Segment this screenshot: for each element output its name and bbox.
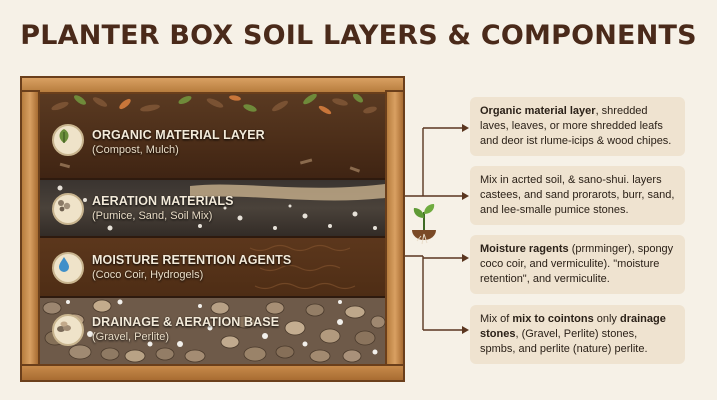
drainage-texture xyxy=(42,299,385,363)
layer-drainage: DRAINAGE & AERATION BASE (Gravel, Perlit… xyxy=(40,298,385,364)
layer-sub-moisture: (Coco Coir, Hydrogels) xyxy=(92,269,204,281)
layer-sub-drainage: (Gravel, Perlite) xyxy=(92,331,170,343)
layer-aeration: AERATION MATERIALS (Pumice, Sand, Soil M… xyxy=(40,180,385,238)
water-drop-icon xyxy=(52,252,84,284)
callout-drainage-lead: mix to cointons xyxy=(512,313,594,325)
callout-organic: Organic material layer, shredded laves, … xyxy=(470,97,685,156)
page-title: PLANTER BOX SOIL LAYERS & COMPONENTS xyxy=(20,20,697,51)
organic-texture xyxy=(51,94,377,173)
planter-frame-bottom xyxy=(20,364,405,382)
layer-sub-organic: (Compost, Mulch) xyxy=(92,144,179,156)
callout-aeration-text: Mix in acrted soil, & sano-shui. layers … xyxy=(480,174,675,216)
layer-label-moisture: MOISTURE RETENTION AGENTS xyxy=(92,253,292,267)
leaf-icon xyxy=(52,124,84,156)
callout-moisture: Moisture ragents (prmminger), spongy coc… xyxy=(470,235,685,294)
pebbles-icon xyxy=(52,193,84,225)
callout-drainage-lead2: drainage stones xyxy=(480,313,666,340)
sprout-icon xyxy=(412,204,436,245)
planter-box: ORGANIC MATERIAL LAYER (Compost, Mulch) … xyxy=(20,72,405,382)
callout-drainage-text: , (Gravel, Perlite) stones, spmbs, and p… xyxy=(480,328,648,355)
callout-moisture-lead: Moisture ragents xyxy=(480,243,569,255)
connector-lines xyxy=(405,124,469,334)
planter-frame-top xyxy=(20,76,405,94)
callout-organic-text: , shredded laves, leaves, or more shredd… xyxy=(480,105,672,147)
moisture-texture xyxy=(249,244,356,290)
planter-frame-left xyxy=(20,90,40,382)
layer-label-aeration: AERATION MATERIALS xyxy=(92,194,234,208)
callout-drainage-mid: only xyxy=(593,313,620,325)
layer-organic: ORGANIC MATERIAL LAYER (Compost, Mulch) xyxy=(40,94,385,180)
stones-icon xyxy=(52,314,84,346)
planter-frame-right xyxy=(385,90,405,382)
callout-aeration: Mix in acrted soil, & sano-shui. layers … xyxy=(470,166,685,225)
layer-label-drainage: DRAINAGE & AERATION BASE xyxy=(92,315,280,329)
callout-moisture-text: (prmminger), spongy coco coir, and vermi… xyxy=(480,243,674,285)
layer-label-organic: ORGANIC MATERIAL LAYER xyxy=(92,128,265,142)
callout-drainage: Mix of mix to cointons only drainage sto… xyxy=(470,305,685,364)
aeration-texture xyxy=(57,184,385,231)
layer-sub-aeration: (Pumice, Sand, Soil Mix) xyxy=(92,210,213,222)
layer-moisture: MOISTURE RETENTION AGENTS (Coco Coir, Hy… xyxy=(40,238,385,298)
callout-organic-lead: Organic material layer xyxy=(480,105,596,117)
callout-drainage-pre: Mix of xyxy=(480,313,513,325)
